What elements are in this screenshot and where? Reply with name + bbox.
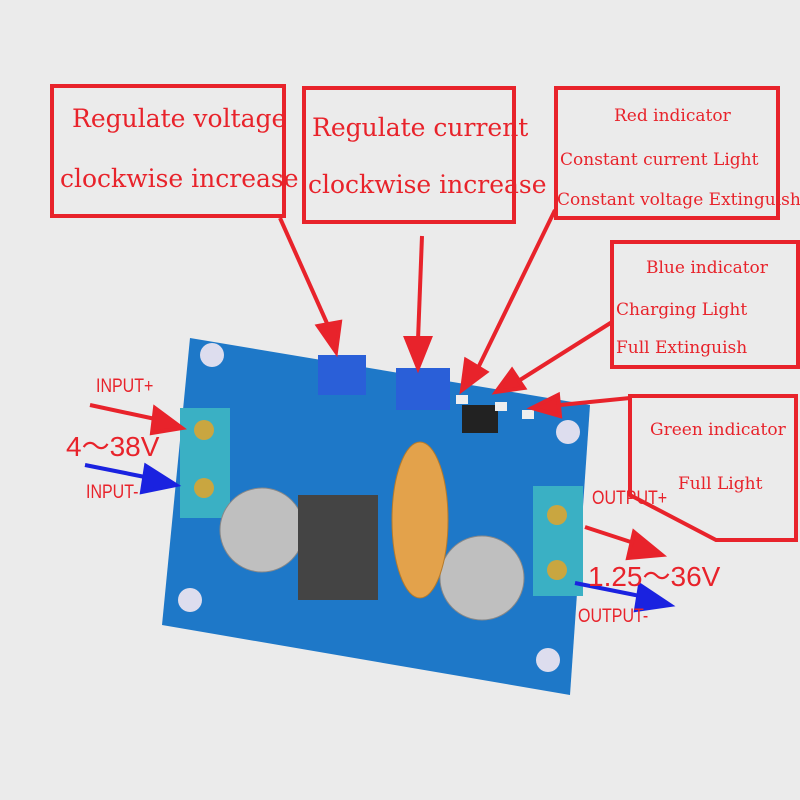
green-indicator-title: Green indicator [650,420,786,440]
current-callout-line2: clockwise increase [308,170,547,199]
input-minus-label: INPUT- [86,482,139,503]
green-indicator-line1: Full Light [678,474,763,494]
output-capacitor [439,535,525,621]
current-potentiometer [396,368,450,410]
voltage-callout-box [50,84,286,218]
output-minus-label: OUTPUT- [578,606,649,627]
red-indicator-title: Red indicator [614,106,731,126]
input-capacitor [219,487,305,573]
regulator-chip [298,495,378,600]
output-voltage-range: 1.25～36V [588,561,721,592]
green-indicator-callout-box [628,394,798,542]
blue-indicator-callout-box [610,240,800,369]
current-callout-box [302,86,516,224]
voltage-callout-line2: clockwise increase [60,164,299,193]
red-led [456,395,468,404]
green-led [522,410,534,419]
red-indicator-line2: Constant voltage Extinguish [557,190,800,210]
red-indicator-line1: Constant current Light [560,150,759,170]
blue-indicator-line1: Charging Light [616,300,748,320]
voltage-potentiometer [318,355,366,395]
output-plus-label: OUTPUT+ [592,488,668,509]
input-voltage-range: 4～38V [66,431,160,462]
blue-led [495,402,507,411]
input-plus-label: INPUT+ [96,376,154,397]
voltage-callout-line1: Regulate voltage [72,104,287,133]
blue-indicator-title: Blue indicator [646,258,768,278]
toroid-inductor [391,441,449,599]
current-callout-line1: Regulate current [312,113,529,142]
red-indicator-callout-box [554,86,780,220]
blue-indicator-line2: Full Extinguish [616,338,748,358]
